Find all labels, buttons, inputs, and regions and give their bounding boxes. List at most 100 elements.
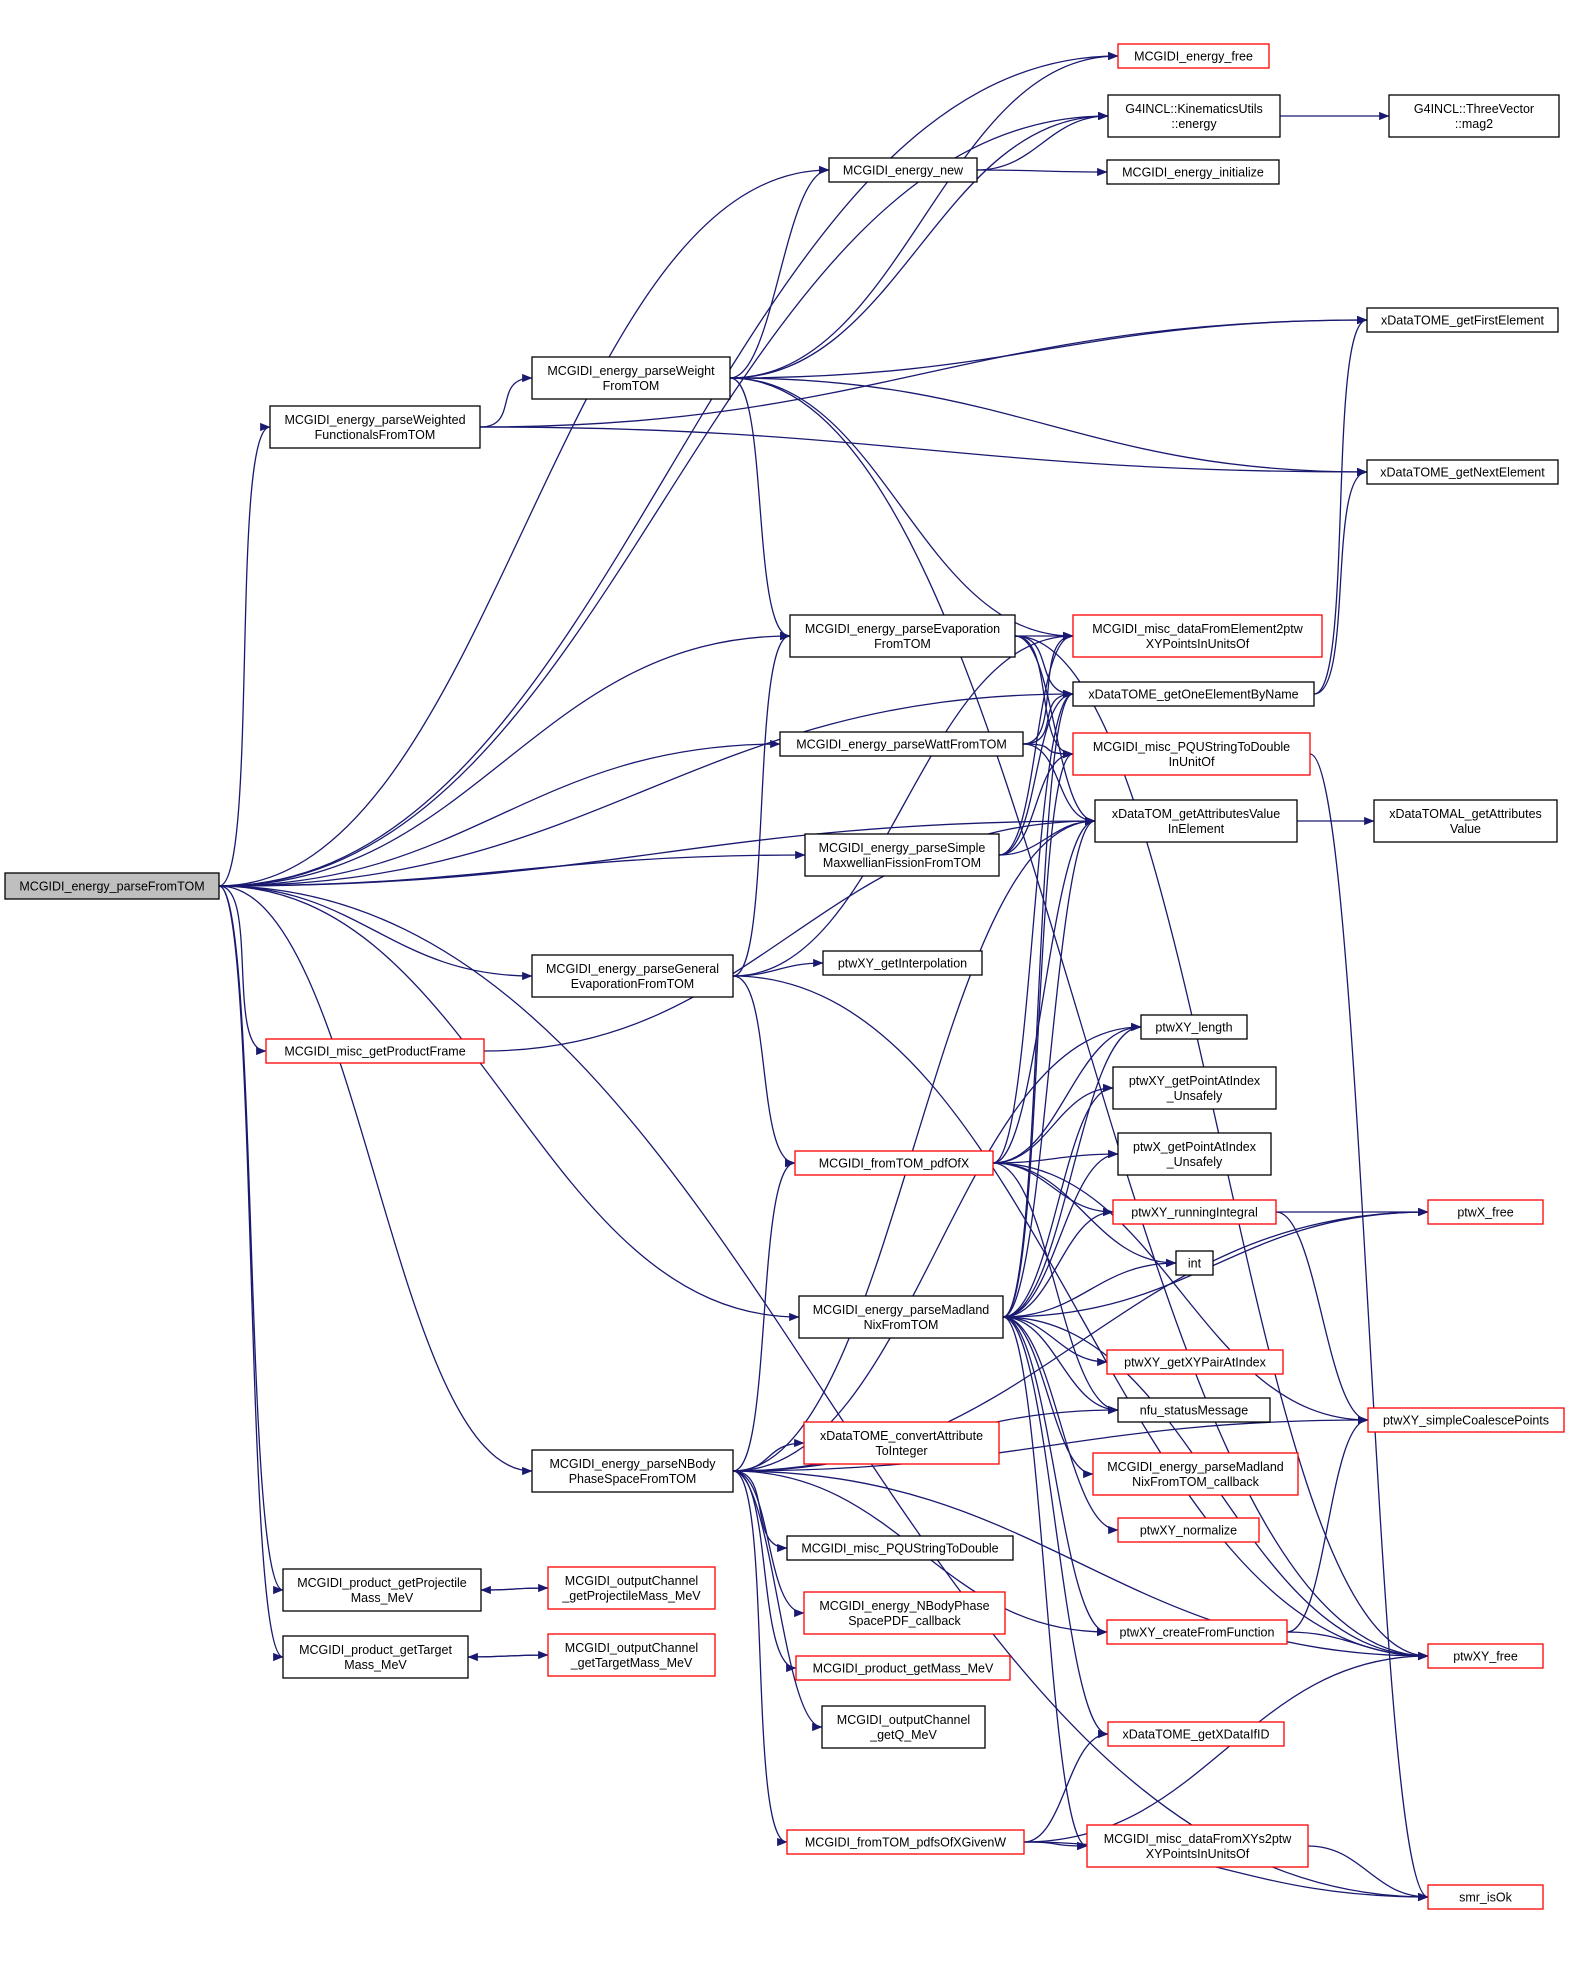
node-one_el_name[interactable]: xDataTOME_getOneElementByName	[1072, 681, 1315, 707]
node-box[interactable]	[803, 1421, 1000, 1465]
node-ptwx_point[interactable]: ptwX_getPointAtIndex_Unsafely	[1117, 1132, 1272, 1176]
node-box[interactable]	[1140, 1014, 1248, 1040]
node-box[interactable]	[1107, 94, 1281, 138]
node-box[interactable]	[265, 1038, 485, 1064]
node-create_fn[interactable]: ptwXY_createFromFunction	[1106, 1619, 1288, 1645]
node-oc_q[interactable]: MCGIDI_outputChannel_getQ_MeV	[821, 1705, 986, 1749]
node-parse_nbody[interactable]: MCGIDI_energy_parseNBodyPhaseSpaceFromTO…	[531, 1449, 734, 1493]
node-box[interactable]	[547, 1633, 716, 1677]
node-box[interactable]	[1106, 1619, 1288, 1645]
node-get_interp[interactable]: ptwXY_getInterpolation	[822, 950, 983, 976]
node-energy_free[interactable]: MCGIDI_energy_free	[1117, 43, 1270, 69]
node-misc_data2ptw[interactable]: MCGIDI_misc_dataFromElement2ptwXYPointsI…	[1072, 614, 1323, 658]
node-root[interactable]: MCGIDI_energy_parseFromTOM	[4, 872, 220, 900]
node-nbody_cb[interactable]: MCGIDI_energy_NBodyPhaseSpacePDF_callbac…	[803, 1591, 1006, 1635]
node-simple_coalesce[interactable]: ptwXY_simpleCoalescePoints	[1367, 1407, 1565, 1433]
node-energy_new[interactable]: MCGIDI_energy_new	[828, 157, 978, 183]
node-box[interactable]	[282, 1635, 469, 1679]
node-box[interactable]	[786, 1829, 1025, 1855]
node-box[interactable]	[1107, 1721, 1285, 1747]
node-parse_weighted[interactable]: MCGIDI_energy_parseWeightedFunctionalsFr…	[269, 405, 481, 449]
node-int[interactable]: int	[1175, 1250, 1214, 1276]
node-oc_proj_mass[interactable]: MCGIDI_outputChannel_getProjectileMass_M…	[547, 1566, 716, 1610]
node-pdfs_given_w[interactable]: MCGIDI_fromTOM_pdfsOfXGivenW	[786, 1829, 1025, 1855]
node-box[interactable]	[1117, 1397, 1271, 1423]
node-box[interactable]	[1366, 459, 1559, 485]
node-target_mass[interactable]: MCGIDI_product_getTargetMass_MeV	[282, 1635, 469, 1679]
node-box[interactable]	[1112, 1199, 1277, 1225]
node-box[interactable]	[794, 1150, 994, 1176]
node-box[interactable]	[1117, 43, 1270, 69]
node-box[interactable]	[1072, 614, 1323, 658]
node-box[interactable]	[1117, 1517, 1260, 1543]
node-box[interactable]	[1094, 799, 1298, 843]
node-attrs_value[interactable]: xDataTOMAL_getAttributesValue	[1373, 799, 1558, 843]
node-box[interactable]	[804, 833, 1000, 877]
node-madland_cb[interactable]: MCGIDI_energy_parseMadlandNixFromTOM_cal…	[1092, 1452, 1299, 1496]
node-xys2ptw[interactable]: MCGIDI_misc_dataFromXYs2ptwXYPointsInUni…	[1086, 1824, 1309, 1868]
node-next_el[interactable]: xDataTOME_getNextElement	[1366, 459, 1559, 485]
node-box[interactable]	[1427, 1643, 1544, 1669]
node-parse_watt[interactable]: MCGIDI_energy_parseWattFromTOM	[779, 731, 1024, 757]
node-box[interactable]	[786, 1535, 1014, 1561]
node-box[interactable]	[798, 1295, 1004, 1339]
node-box[interactable]	[282, 1568, 482, 1612]
node-smr_isok[interactable]: smr_isOk	[1427, 1884, 1544, 1910]
node-box[interactable]	[1092, 1452, 1299, 1496]
node-box[interactable]	[789, 614, 1016, 658]
node-product_frame[interactable]: MCGIDI_misc_getProductFrame	[265, 1038, 485, 1064]
node-running_int[interactable]: ptwXY_runningIntegral	[1112, 1199, 1277, 1225]
node-box[interactable]	[795, 1655, 1011, 1681]
node-ptwxy_free[interactable]: ptwXY_free	[1427, 1643, 1544, 1669]
node-box[interactable]	[1072, 681, 1315, 707]
node-box[interactable]	[1366, 307, 1559, 333]
node-box[interactable]	[1106, 1349, 1284, 1375]
node-product_mass[interactable]: MCGIDI_product_getMass_MeV	[795, 1655, 1011, 1681]
node-box[interactable]	[531, 954, 734, 998]
node-oc_target_mass[interactable]: MCGIDI_outputChannel_getTargetMass_MeV	[547, 1633, 716, 1677]
node-ptwxy_length[interactable]: ptwXY_length	[1140, 1014, 1248, 1040]
node-pqu_double[interactable]: MCGIDI_misc_PQUStringToDouble	[786, 1535, 1014, 1561]
node-box[interactable]	[1367, 1407, 1565, 1433]
node-box[interactable]	[1427, 1884, 1544, 1910]
node-box[interactable]	[822, 950, 983, 976]
node-box[interactable]	[1086, 1824, 1309, 1868]
node-box[interactable]	[779, 731, 1024, 757]
node-proj_mass[interactable]: MCGIDI_product_getProjectileMass_MeV	[282, 1568, 482, 1612]
node-parse_simple[interactable]: MCGIDI_energy_parseSimpleMaxwellianFissi…	[804, 833, 1000, 877]
node-box[interactable]	[1427, 1199, 1544, 1225]
node-box[interactable]	[547, 1566, 716, 1610]
node-box[interactable]	[269, 405, 481, 449]
node-box[interactable]	[4, 872, 220, 900]
node-box[interactable]	[1106, 159, 1280, 185]
node-xdata_id[interactable]: xDataTOME_getXDataIfID	[1107, 1721, 1285, 1747]
node-box[interactable]	[821, 1705, 986, 1749]
node-from_pdfofx[interactable]: MCGIDI_fromTOM_pdfOfX	[794, 1150, 994, 1176]
node-nfu_status[interactable]: nfu_statusMessage	[1117, 1397, 1271, 1423]
node-box[interactable]	[803, 1591, 1006, 1635]
node-mag2[interactable]: G4INCL::ThreeVector::mag2	[1388, 94, 1560, 138]
node-first_el[interactable]: xDataTOME_getFirstElement	[1366, 307, 1559, 333]
node-box[interactable]	[1112, 1066, 1277, 1110]
node-box[interactable]	[1373, 799, 1558, 843]
node-box[interactable]	[1175, 1250, 1214, 1276]
node-energy_init[interactable]: MCGIDI_energy_initialize	[1106, 159, 1280, 185]
node-box[interactable]	[828, 157, 978, 183]
node-box[interactable]	[531, 356, 731, 400]
node-normalize[interactable]: ptwXY_normalize	[1117, 1517, 1260, 1543]
node-ptwxy_point[interactable]: ptwXY_getPointAtIndex_Unsafely	[1112, 1066, 1277, 1110]
node-box[interactable]	[1117, 1132, 1272, 1176]
node-box[interactable]	[1072, 732, 1311, 776]
node-box[interactable]	[531, 1449, 734, 1493]
node-kin_energy[interactable]: G4INCL::KinematicsUtils::energy	[1107, 94, 1281, 138]
node-parse_general[interactable]: MCGIDI_energy_parseGeneralEvaporationFro…	[531, 954, 734, 998]
node-ptwx_free[interactable]: ptwX_free	[1427, 1199, 1544, 1225]
node-xy_pair[interactable]: ptwXY_getXYPairAtIndex	[1106, 1349, 1284, 1375]
node-box[interactable]	[1388, 94, 1560, 138]
